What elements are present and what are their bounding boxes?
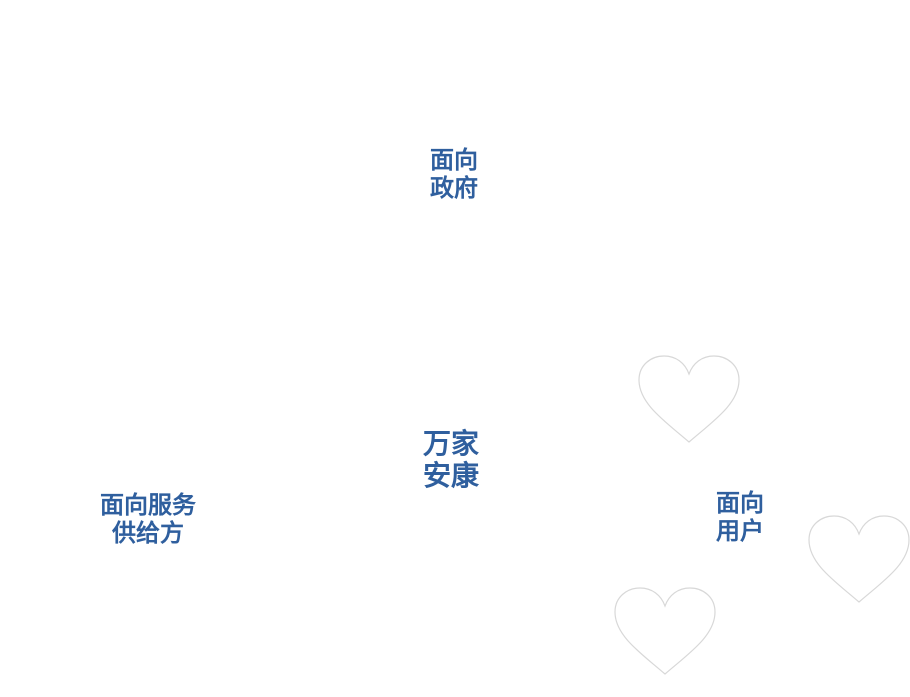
node-government: 面向 政府 — [404, 146, 504, 202]
node-user-line1: 面向 — [716, 489, 764, 517]
node-service-provider: 面向服务 供给方 — [78, 491, 218, 547]
node-user-line2: 用户 — [716, 516, 764, 545]
node-service-provider-line2: 供给方 — [112, 518, 184, 547]
heart-outline-icon — [614, 587, 716, 675]
node-user: 面向 用户 — [690, 489, 790, 545]
node-government-line2: 政府 — [430, 173, 478, 202]
node-center-line2: 安康 — [422, 459, 479, 493]
heart-outline-icon — [638, 355, 740, 443]
node-center-line1: 万家 — [422, 427, 479, 460]
node-center: 万家 安康 — [400, 427, 502, 493]
node-government-line1: 面向 — [430, 146, 478, 174]
heart-outline-icon — [808, 515, 910, 603]
node-service-provider-line1: 面向服务 — [100, 491, 196, 519]
